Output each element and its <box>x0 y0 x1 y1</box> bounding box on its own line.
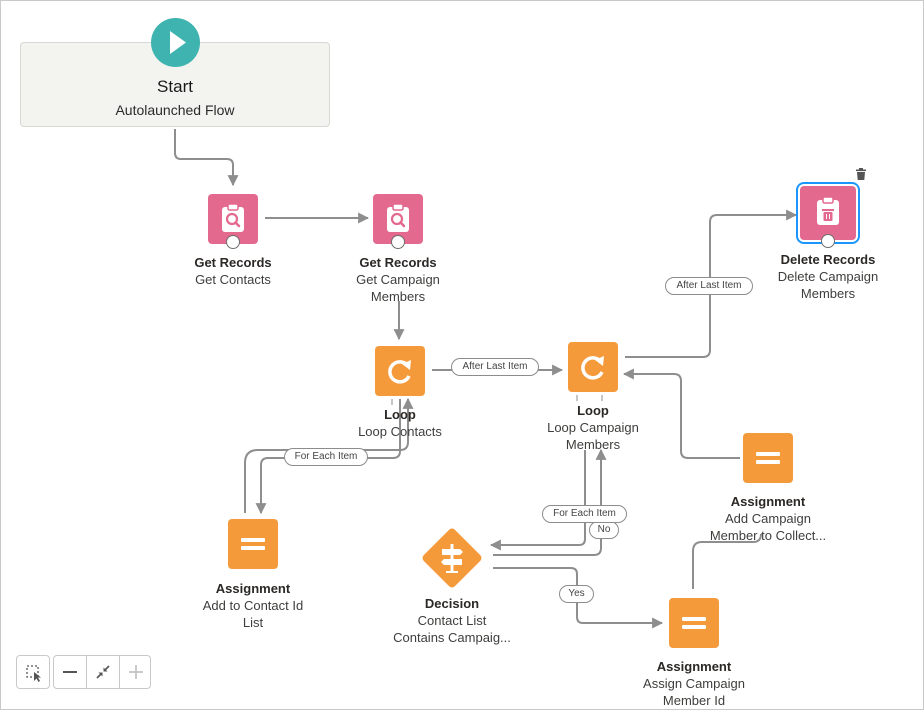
connector-decision-no <box>493 448 607 556</box>
decision-type: Decision <box>424 596 480 611</box>
marquee-select-control <box>16 655 50 689</box>
connector-assign-campaign-back <box>692 533 762 589</box>
loop-icon <box>581 356 604 380</box>
zoom-divider <box>86 656 87 688</box>
assignment-contact-list-node[interactable] <box>228 519 278 569</box>
connector-label-after-last-item[interactable]: After Last Item <box>451 358 539 376</box>
assignment-contact-list-name-line2: List <box>242 615 264 630</box>
assignment-assign-campaign-label: Assignment Assign Campaign Member Id <box>624 658 764 709</box>
assignment-icon <box>682 617 706 629</box>
record-delete-icon <box>817 196 839 225</box>
loop-campaign-members-type: Loop <box>577 403 609 418</box>
zoom-divider <box>119 656 120 688</box>
zoom-controls <box>53 655 151 689</box>
loop-campaign-members-node[interactable] <box>568 342 618 392</box>
get-campaign-members-node[interactable] <box>373 194 423 244</box>
decision-name-line1: Contact List <box>417 613 487 628</box>
record-lookup-icon <box>387 203 409 232</box>
record-lookup-icon <box>222 203 244 232</box>
fit-to-view-button[interactable] <box>87 656 119 688</box>
get-contacts-name: Get Contacts <box>195 272 271 287</box>
zoom-out-button[interactable] <box>54 656 86 688</box>
delete-records-type: Delete Records <box>780 252 876 267</box>
get-campaign-members-label: Get Records Get Campaign Members <box>338 254 458 305</box>
assignment-assign-campaign-name-line2: Member Id <box>662 693 726 708</box>
assignment-add-campaign-node[interactable] <box>743 433 793 483</box>
start-button[interactable] <box>151 18 200 67</box>
delete-records-label: Delete Records Delete Campaign Members <box>763 251 893 302</box>
loop-contacts-name: Loop Contacts <box>358 424 442 439</box>
get-campaign-members-name-line1: Get Campaign <box>356 272 440 287</box>
assignment-assign-campaign-name-line1: Assign Campaign <box>643 676 745 691</box>
trash-icon[interactable] <box>854 167 868 181</box>
marquee-select-button[interactable] <box>17 656 49 688</box>
start-subtitle: Autolaunched Flow <box>115 102 235 118</box>
assignment-add-campaign-name-line2: Member to Collect... <box>709 528 827 543</box>
decision-name-line2: Contains Campaig... <box>393 630 511 645</box>
get-campaign-members-type: Get Records <box>359 255 437 270</box>
get-campaign-members-name-line2: Members <box>370 289 426 304</box>
connector-label-yes[interactable]: Yes <box>559 585 594 603</box>
assignment-contact-list-label: Assignment Add to Contact Id List <box>183 580 323 631</box>
connector-label-no[interactable]: No <box>589 521 619 539</box>
assignment-icon <box>241 538 265 550</box>
loop-campaign-members-name-line2: Members <box>565 437 621 452</box>
get-campaign-members-port[interactable] <box>391 235 405 249</box>
get-contacts-port[interactable] <box>226 235 240 249</box>
decision-label: Decision Contact List Contains Campaig..… <box>381 595 523 646</box>
connector-label-for-each-item[interactable]: For Each Item <box>542 505 627 523</box>
loop-campaign-members-name-line1: Loop Campaign <box>547 420 639 435</box>
get-contacts-label: Get Records Get Contacts <box>173 254 293 288</box>
marquee-select-icon <box>26 665 41 682</box>
connector-label-for-each-item[interactable]: For Each Item <box>284 448 368 466</box>
connector-start-to-get-contacts <box>174 129 239 187</box>
loop-contacts-label: Loop Loop Contacts <box>340 406 460 440</box>
assignment-contact-list-type: Assignment <box>215 581 291 596</box>
zoom-in-icon <box>129 665 143 679</box>
connector-loop-campaign-for-each <box>489 450 586 551</box>
loop-campaign-members-label: Loop Loop Campaign Members <box>528 402 658 453</box>
connector-assignment-back-to-loop <box>622 368 740 459</box>
loop-icon <box>388 360 411 384</box>
loop-contacts-type: Loop <box>384 407 416 422</box>
assignment-assign-campaign-type: Assignment <box>656 659 732 674</box>
play-icon <box>170 31 186 54</box>
assignment-assign-campaign-node[interactable] <box>669 598 719 648</box>
assignment-add-campaign-label: Assignment Add Campaign Member to Collec… <box>698 493 838 544</box>
start-title: Start <box>157 77 193 96</box>
assignment-add-campaign-name-line1: Add Campaign <box>725 511 811 526</box>
assignment-icon <box>756 452 780 464</box>
assignment-add-campaign-type: Assignment <box>730 494 806 509</box>
delete-records-name-line2: Members <box>800 286 856 301</box>
fit-to-view-icon <box>96 665 110 679</box>
loop-contacts-node[interactable] <box>375 346 425 396</box>
zoom-in-button[interactable] <box>120 656 152 688</box>
zoom-out-icon <box>63 671 77 673</box>
get-contacts-type: Get Records <box>194 255 272 270</box>
delete-records-node[interactable] <box>800 186 856 240</box>
decision-icon <box>441 544 463 573</box>
connector-label-after-last-item[interactable]: After Last Item <box>665 277 753 295</box>
delete-records-port[interactable] <box>821 234 835 248</box>
delete-records-name-line1: Delete Campaign <box>777 269 879 284</box>
assignment-contact-list-name-line1: Add to Contact Id <box>202 598 304 613</box>
decision-node[interactable] <box>416 522 488 594</box>
